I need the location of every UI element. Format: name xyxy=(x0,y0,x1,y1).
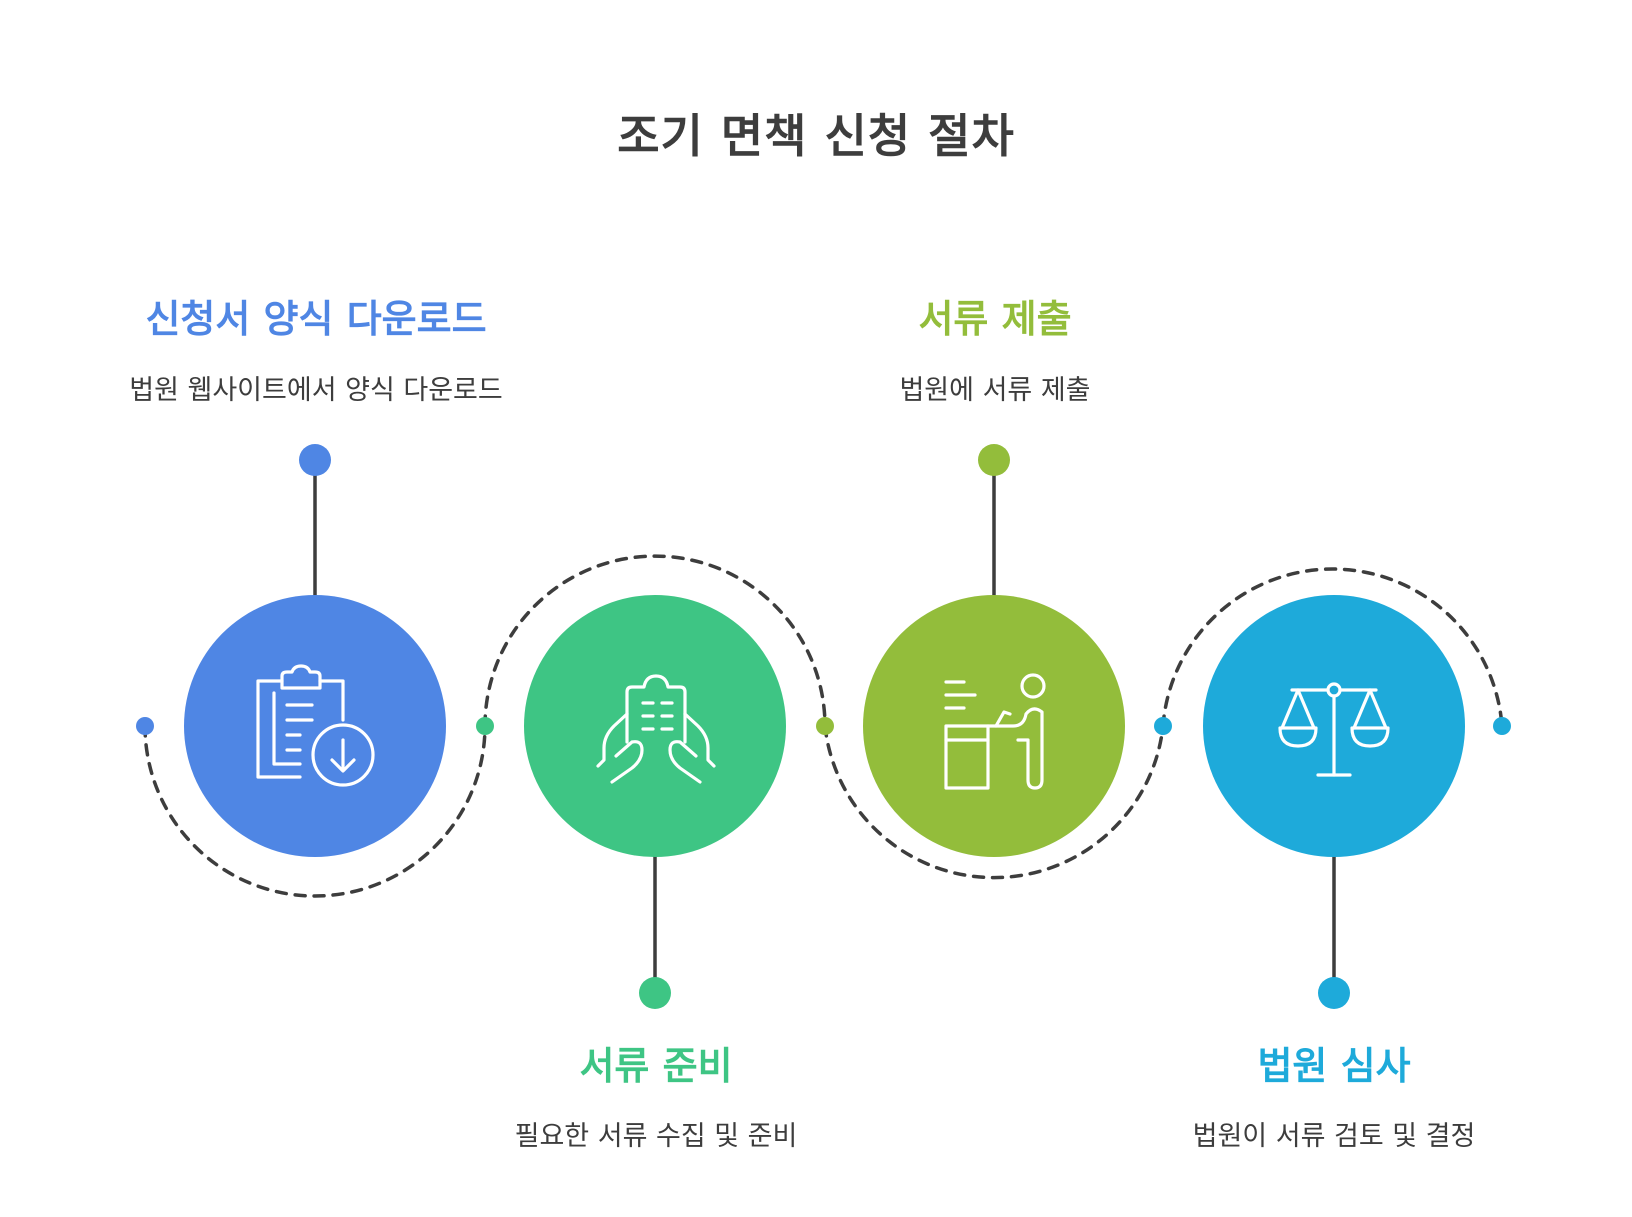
track-dot xyxy=(136,717,154,735)
connector-arc-4 xyxy=(1161,567,1504,728)
stem-dot xyxy=(299,444,331,476)
step-1-circle xyxy=(184,595,446,857)
track-dot xyxy=(816,717,834,735)
step-3-description: 법원에 서류 제출 xyxy=(899,375,1091,406)
step-4-title: 법원 심사 xyxy=(1257,1044,1411,1088)
step-1-description: 법원 웹사이트에서 양식 다운로드 xyxy=(129,375,503,406)
track-dot xyxy=(476,717,494,735)
stem-dot xyxy=(978,444,1010,476)
stem-dot xyxy=(639,977,671,1009)
step-2-description: 필요한 서류 수집 및 준비 xyxy=(514,1121,798,1152)
step-2-circle xyxy=(524,595,786,857)
person-at-desk-icon xyxy=(944,673,1046,790)
clipboard-download-icon xyxy=(256,664,375,787)
connector-arc-1 xyxy=(143,724,487,898)
scales-of-justice-icon xyxy=(1278,682,1390,777)
step-1-title: 신청서 양식 다운로드 xyxy=(145,297,487,341)
step-2-title: 서류 준비 xyxy=(579,1044,733,1088)
hands-holding-document-icon xyxy=(596,674,716,784)
page-title: 조기 면책 신청 절차 xyxy=(617,109,1015,163)
connector-arc-2 xyxy=(483,554,827,728)
track-dot xyxy=(1154,717,1172,735)
step-3-title: 서류 제출 xyxy=(918,297,1072,341)
stem-dot xyxy=(1318,977,1350,1009)
track-dot xyxy=(1493,717,1511,735)
connector-arc-3 xyxy=(823,724,1165,880)
step-4-description: 법원이 서류 검토 및 결정 xyxy=(1192,1121,1476,1152)
